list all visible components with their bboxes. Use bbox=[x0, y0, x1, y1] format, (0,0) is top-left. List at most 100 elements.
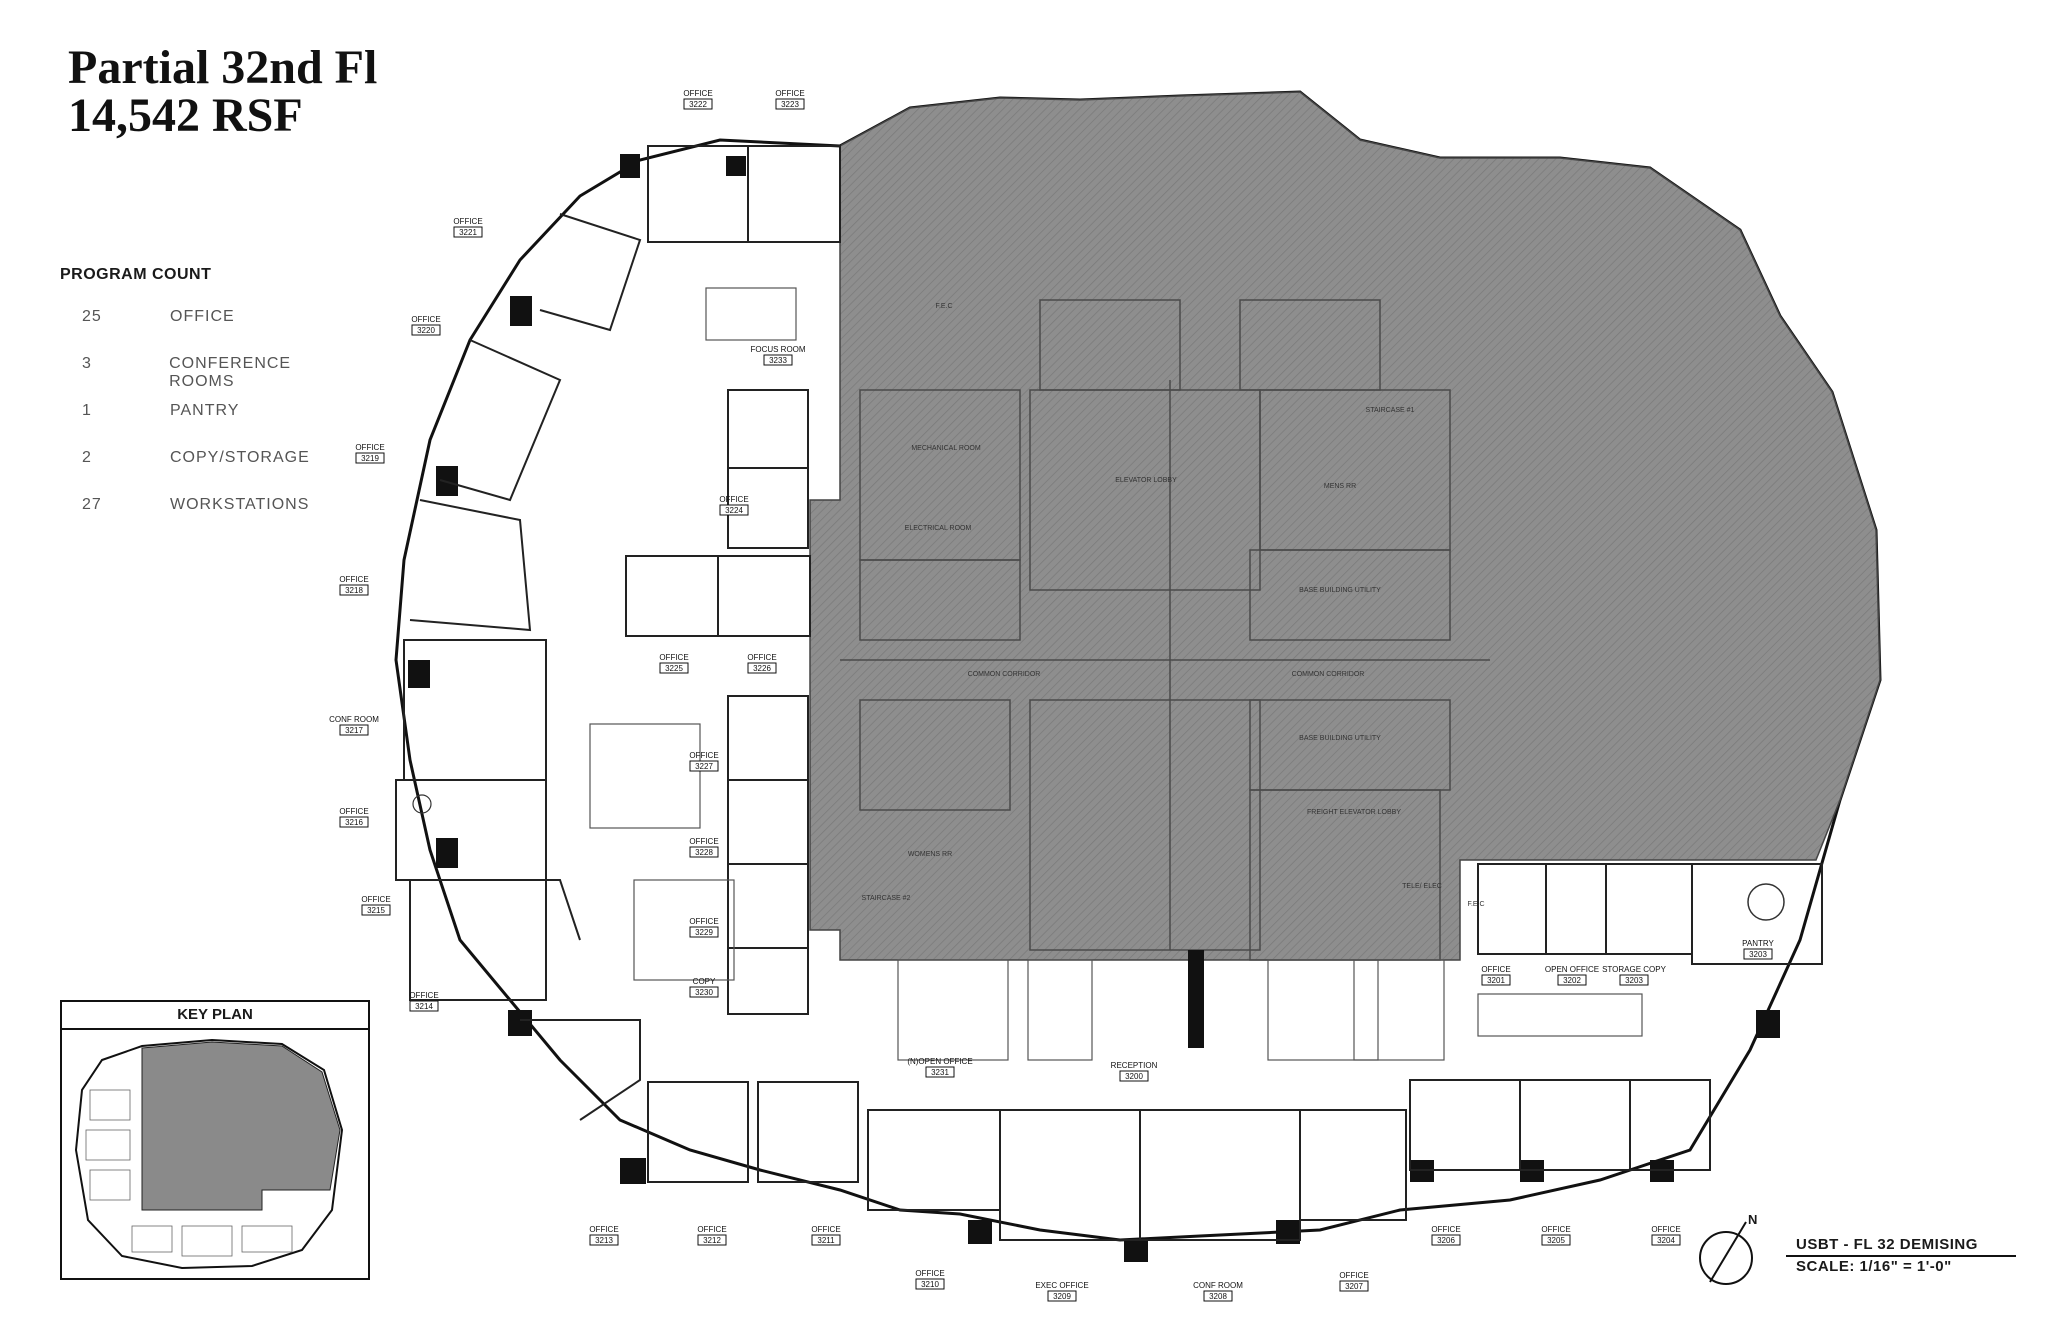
program-label: WORKSTATIONS bbox=[170, 496, 310, 513]
svg-text:COMMON CORRIDOR: COMMON CORRIDOR bbox=[968, 671, 1041, 678]
svg-text:OFFICE: OFFICE bbox=[915, 1269, 944, 1278]
svg-text:3201: 3201 bbox=[1487, 976, 1505, 985]
svg-text:PANTRY: PANTRY bbox=[1742, 939, 1774, 948]
svg-text:F.E.C: F.E.C bbox=[935, 303, 952, 310]
room-tag: OFFICE 3223 bbox=[775, 89, 805, 110]
svg-text:STAIRCASE #2: STAIRCASE #2 bbox=[862, 895, 911, 902]
svg-text:F.E.C: F.E.C bbox=[1467, 901, 1484, 908]
svg-text:3205: 3205 bbox=[1547, 1236, 1565, 1245]
room-tag: OFFICE 3224 bbox=[719, 495, 749, 516]
svg-text:3218: 3218 bbox=[345, 586, 363, 595]
room-tag: OFFICE 3218 bbox=[339, 575, 369, 596]
key-plan: KEY PLAN bbox=[60, 1000, 370, 1280]
svg-text:OFFICE: OFFICE bbox=[719, 495, 748, 504]
svg-text:CONF ROOM: CONF ROOM bbox=[1193, 1281, 1243, 1290]
svg-text:3212: 3212 bbox=[703, 1236, 721, 1245]
room-tag: OFFICE 3206 bbox=[1431, 1225, 1461, 1246]
core-walls bbox=[840, 299, 1490, 961]
key-plan-map bbox=[74, 1038, 344, 1270]
room-tag: OFFICE 3215 bbox=[361, 895, 391, 916]
svg-text:OFFICE: OFFICE bbox=[339, 807, 368, 816]
program-label: COPY/STORAGE bbox=[170, 449, 310, 466]
drawing-name: USBT - FL 32 DEMISING bbox=[1796, 1236, 1978, 1253]
svg-text:ELECTRICAL ROOM: ELECTRICAL ROOM bbox=[905, 525, 972, 532]
north-arrow-icon bbox=[1699, 1231, 1753, 1285]
svg-text:(N)OPEN OFFICE: (N)OPEN OFFICE bbox=[907, 1057, 972, 1066]
svg-text:3204: 3204 bbox=[1657, 1236, 1675, 1245]
svg-text:3203: 3203 bbox=[1625, 976, 1643, 985]
plan-title: Partial 32nd Fl 14,542 RSF bbox=[68, 44, 377, 140]
pantry-table bbox=[412, 794, 1785, 921]
svg-text:OFFICE: OFFICE bbox=[1431, 1225, 1460, 1234]
svg-text:3207: 3207 bbox=[1345, 1282, 1363, 1291]
svg-text:BASE BUILDING UTILITY: BASE BUILDING UTILITY bbox=[1299, 587, 1381, 594]
room-tag: PANTRY 3203 bbox=[1742, 939, 1775, 960]
svg-text:STORAGE COPY: STORAGE COPY bbox=[1602, 965, 1667, 974]
svg-text:3216: 3216 bbox=[345, 818, 363, 827]
key-plan-hatched bbox=[141, 1041, 341, 1211]
svg-text:BASE BUILDING UTILITY: BASE BUILDING UTILITY bbox=[1299, 735, 1381, 742]
svg-text:3224: 3224 bbox=[725, 506, 743, 515]
svg-text:ELEVATOR LOBBY: ELEVATOR LOBBY bbox=[1115, 477, 1177, 484]
svg-text:COPY: COPY bbox=[693, 977, 716, 986]
program-count-value: 3 bbox=[82, 355, 92, 372]
columns bbox=[408, 154, 1780, 1262]
svg-text:MECHANICAL ROOM: MECHANICAL ROOM bbox=[911, 445, 981, 452]
svg-text:OFFICE: OFFICE bbox=[689, 837, 718, 846]
program-row: 2 COPY/STORAGE bbox=[60, 449, 360, 496]
svg-text:OFFICE: OFFICE bbox=[747, 653, 776, 662]
workstations bbox=[589, 287, 1643, 1061]
svg-text:3226: 3226 bbox=[753, 664, 771, 673]
svg-text:OFFICE: OFFICE bbox=[775, 89, 804, 98]
svg-text:OFFICE: OFFICE bbox=[1541, 1225, 1570, 1234]
svg-text:OFFICE: OFFICE bbox=[361, 895, 390, 904]
svg-text:3223: 3223 bbox=[781, 100, 799, 109]
key-plan-rooms bbox=[85, 1089, 293, 1257]
svg-text:3215: 3215 bbox=[367, 906, 385, 915]
room-tag: OFFICE 3221 bbox=[453, 217, 483, 238]
svg-text:3222: 3222 bbox=[689, 100, 707, 109]
svg-text:3221: 3221 bbox=[459, 228, 477, 237]
svg-text:OFFICE: OFFICE bbox=[453, 217, 482, 226]
program-count-value: 27 bbox=[82, 496, 102, 513]
svg-text:3203: 3203 bbox=[1749, 950, 1767, 959]
svg-text:OFFICE: OFFICE bbox=[1339, 1271, 1368, 1280]
svg-text:3206: 3206 bbox=[1437, 1236, 1455, 1245]
svg-text:OFFICE: OFFICE bbox=[589, 1225, 618, 1234]
svg-text:EXEC OFFICE: EXEC OFFICE bbox=[1035, 1281, 1088, 1290]
program-count-value: 2 bbox=[82, 449, 92, 466]
room-tag: OFFICE 3216 bbox=[339, 807, 369, 828]
key-plan-title: KEY PLAN bbox=[62, 1002, 368, 1030]
svg-text:3200: 3200 bbox=[1125, 1072, 1143, 1081]
svg-text:OFFICE: OFFICE bbox=[355, 443, 384, 452]
svg-text:OFFICE: OFFICE bbox=[339, 575, 368, 584]
north-label: N bbox=[1748, 1212, 1758, 1227]
program-count-value: 25 bbox=[82, 308, 102, 325]
program-row: 27 WORKSTATIONS bbox=[60, 496, 360, 543]
drawing-scale: SCALE: 1/16" = 1'-0" bbox=[1796, 1258, 1952, 1275]
svg-text:3211: 3211 bbox=[817, 1236, 835, 1245]
room-tag: OFFICE 3205 bbox=[1541, 1225, 1571, 1246]
core-labels: MECHANICAL ROOM ELECTRICAL ROOM ELEVATOR… bbox=[862, 303, 1485, 908]
